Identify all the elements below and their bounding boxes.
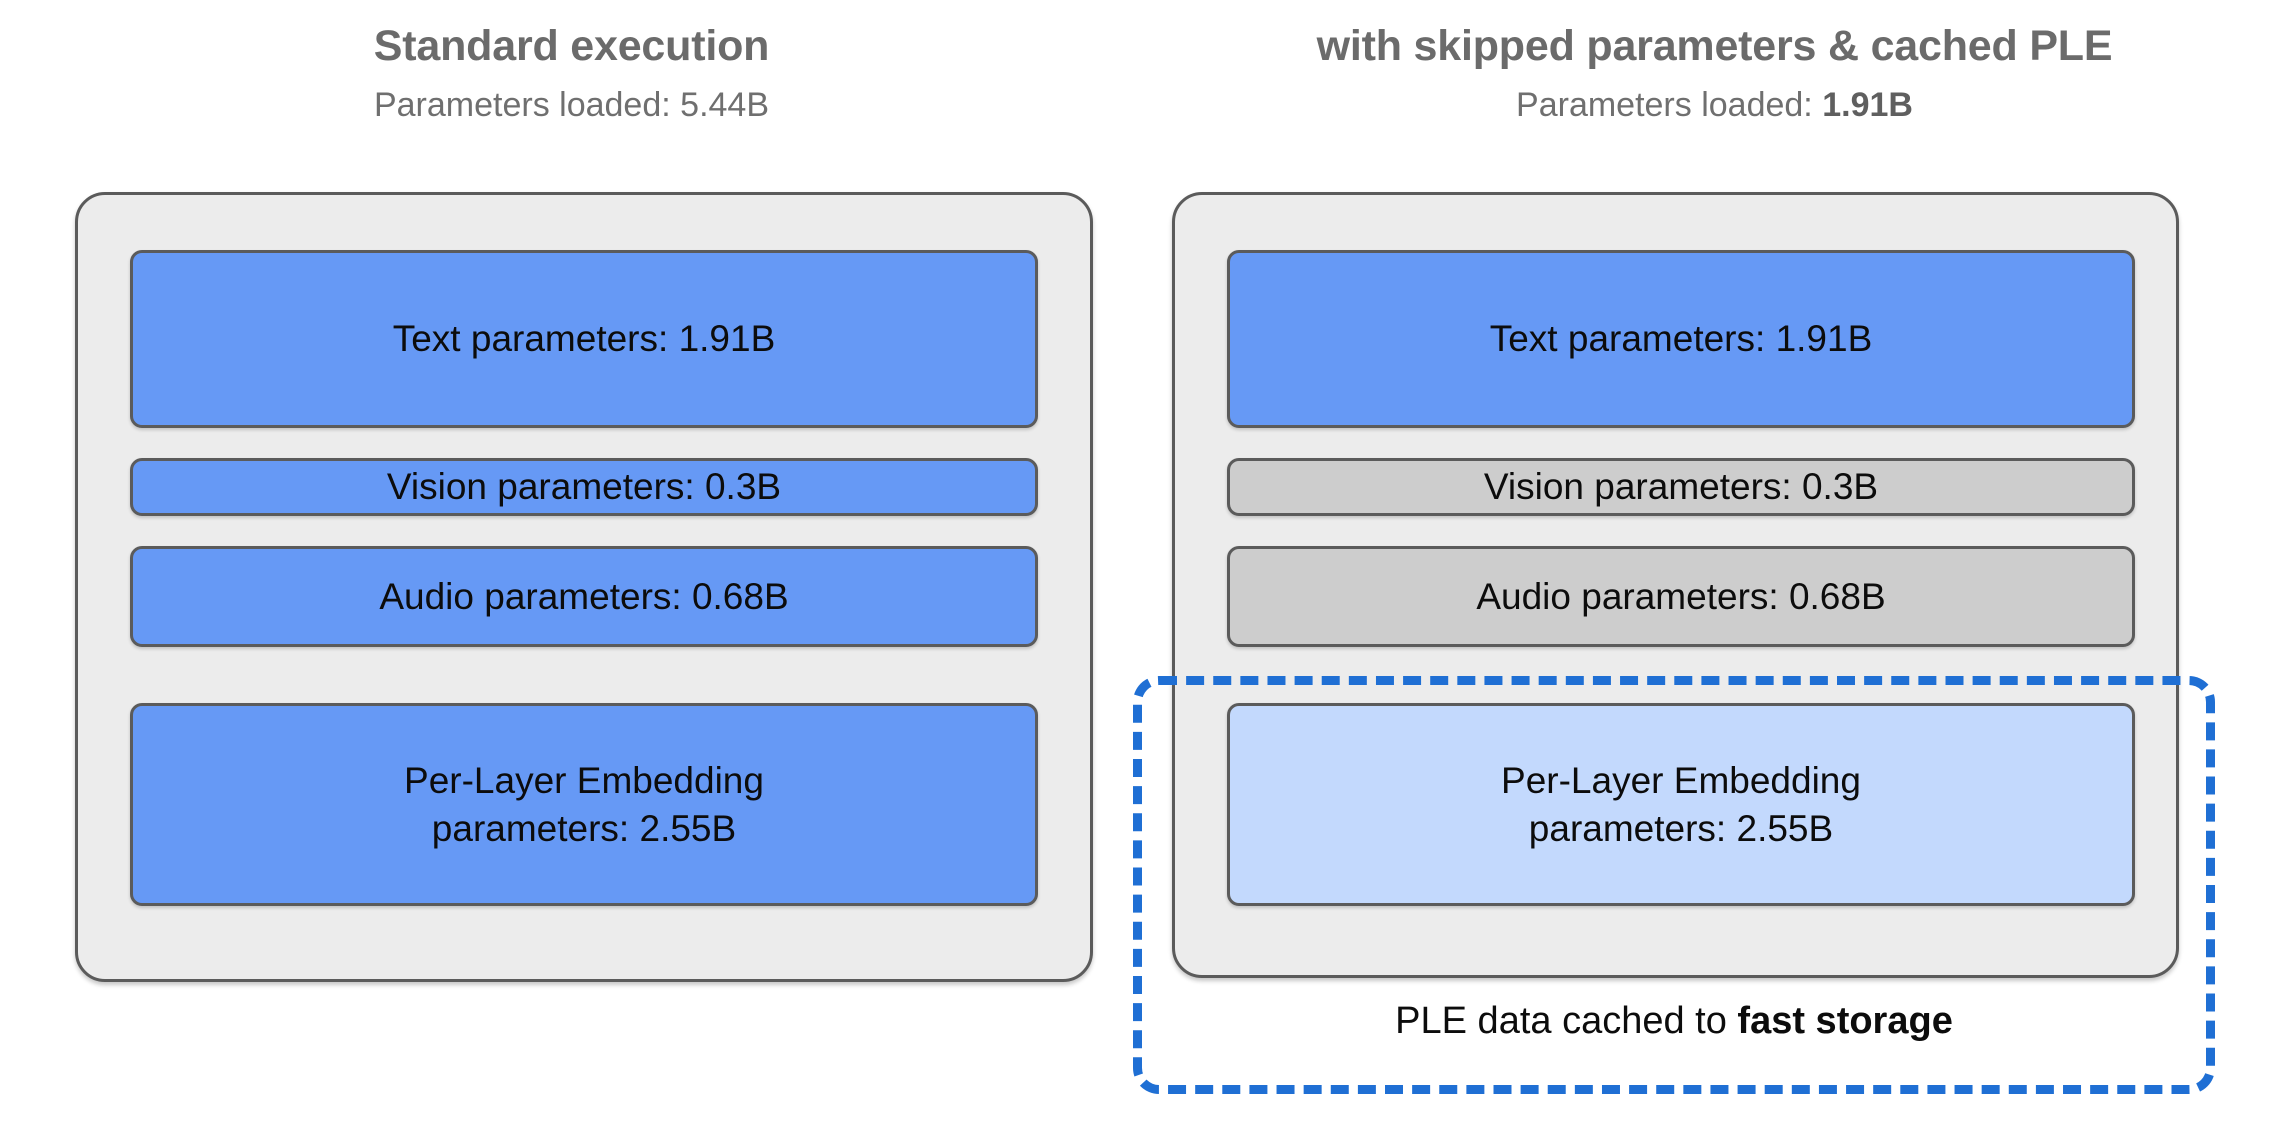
right-parameters-loaded-value: 1.91B	[1822, 86, 1913, 125]
left-audio-parameters-box: Audio parameters: 0.68B	[130, 546, 1038, 647]
left-text-parameters-label: Text parameters: 1.91B	[392, 318, 776, 360]
left-per-layer-embedding-label: Per-Layer Embedding parameters: 2.55B	[404, 757, 764, 852]
left-column-title: Standard execution	[373, 22, 770, 70]
right-audio-parameters-box: Audio parameters: 0.68B	[1227, 546, 2135, 647]
ple-cache-caption: PLE data cached to fast storage	[1133, 1000, 2215, 1043]
right-column-heading: with skipped parameters & cached PLE Par…	[1143, 22, 2286, 127]
right-parameters-loaded-label: Parameters loaded:	[1516, 86, 1813, 125]
ple-cache-dashed-region	[1133, 676, 2215, 1094]
optimized-execution-memory-panel: Text parameters: 1.91B Vision parameters…	[1172, 192, 2179, 978]
left-vision-parameters-label: Vision parameters: 0.3B	[386, 466, 782, 508]
left-ple-label-line1: Per-Layer Embedding	[404, 760, 764, 802]
standard-execution-memory-panel: Text parameters: 1.91B Vision parameters…	[75, 192, 1093, 982]
right-column-title: with skipped parameters & cached PLE	[1316, 22, 2113, 70]
left-per-layer-embedding-box: Per-Layer Embedding parameters: 2.55B	[130, 703, 1038, 906]
right-per-layer-embedding-label: Per-Layer Embedding parameters: 2.55B	[1501, 757, 1861, 852]
right-ple-label-line2: parameters: 2.55B	[1528, 807, 1834, 849]
right-ple-label-line1: Per-Layer Embedding	[1501, 760, 1861, 802]
right-vision-parameters-box: Vision parameters: 0.3B	[1227, 458, 2135, 516]
left-ple-label-line2: parameters: 2.55B	[431, 807, 737, 849]
right-text-parameters-box: Text parameters: 1.91B	[1227, 250, 2135, 428]
left-parameters-loaded-value: 5.44B	[680, 86, 770, 125]
left-audio-parameters-label: Audio parameters: 0.68B	[379, 575, 789, 617]
right-parameters-loaded-subtitle: Parameters loaded: 1.91B	[1143, 84, 2286, 127]
right-vision-parameters-label: Vision parameters: 0.3B	[1483, 466, 1879, 508]
left-text-parameters-box: Text parameters: 1.91B	[130, 250, 1038, 428]
right-text-parameters-label: Text parameters: 1.91B	[1489, 318, 1873, 360]
left-parameters-loaded-label: Parameters loaded:	[373, 86, 671, 125]
left-parameters-loaded-subtitle: Parameters loaded: 5.44B	[0, 84, 1143, 127]
right-audio-parameters-label: Audio parameters: 0.68B	[1476, 575, 1886, 617]
left-vision-parameters-box: Vision parameters: 0.3B	[130, 458, 1038, 516]
right-per-layer-embedding-box: Per-Layer Embedding parameters: 2.55B	[1227, 703, 2135, 906]
left-column-heading: Standard execution Parameters loaded: 5.…	[0, 22, 1143, 127]
ple-cache-caption-emphasis: fast storage	[1737, 1000, 1953, 1042]
ple-cache-caption-prefix: PLE data cached to	[1395, 1000, 1738, 1042]
